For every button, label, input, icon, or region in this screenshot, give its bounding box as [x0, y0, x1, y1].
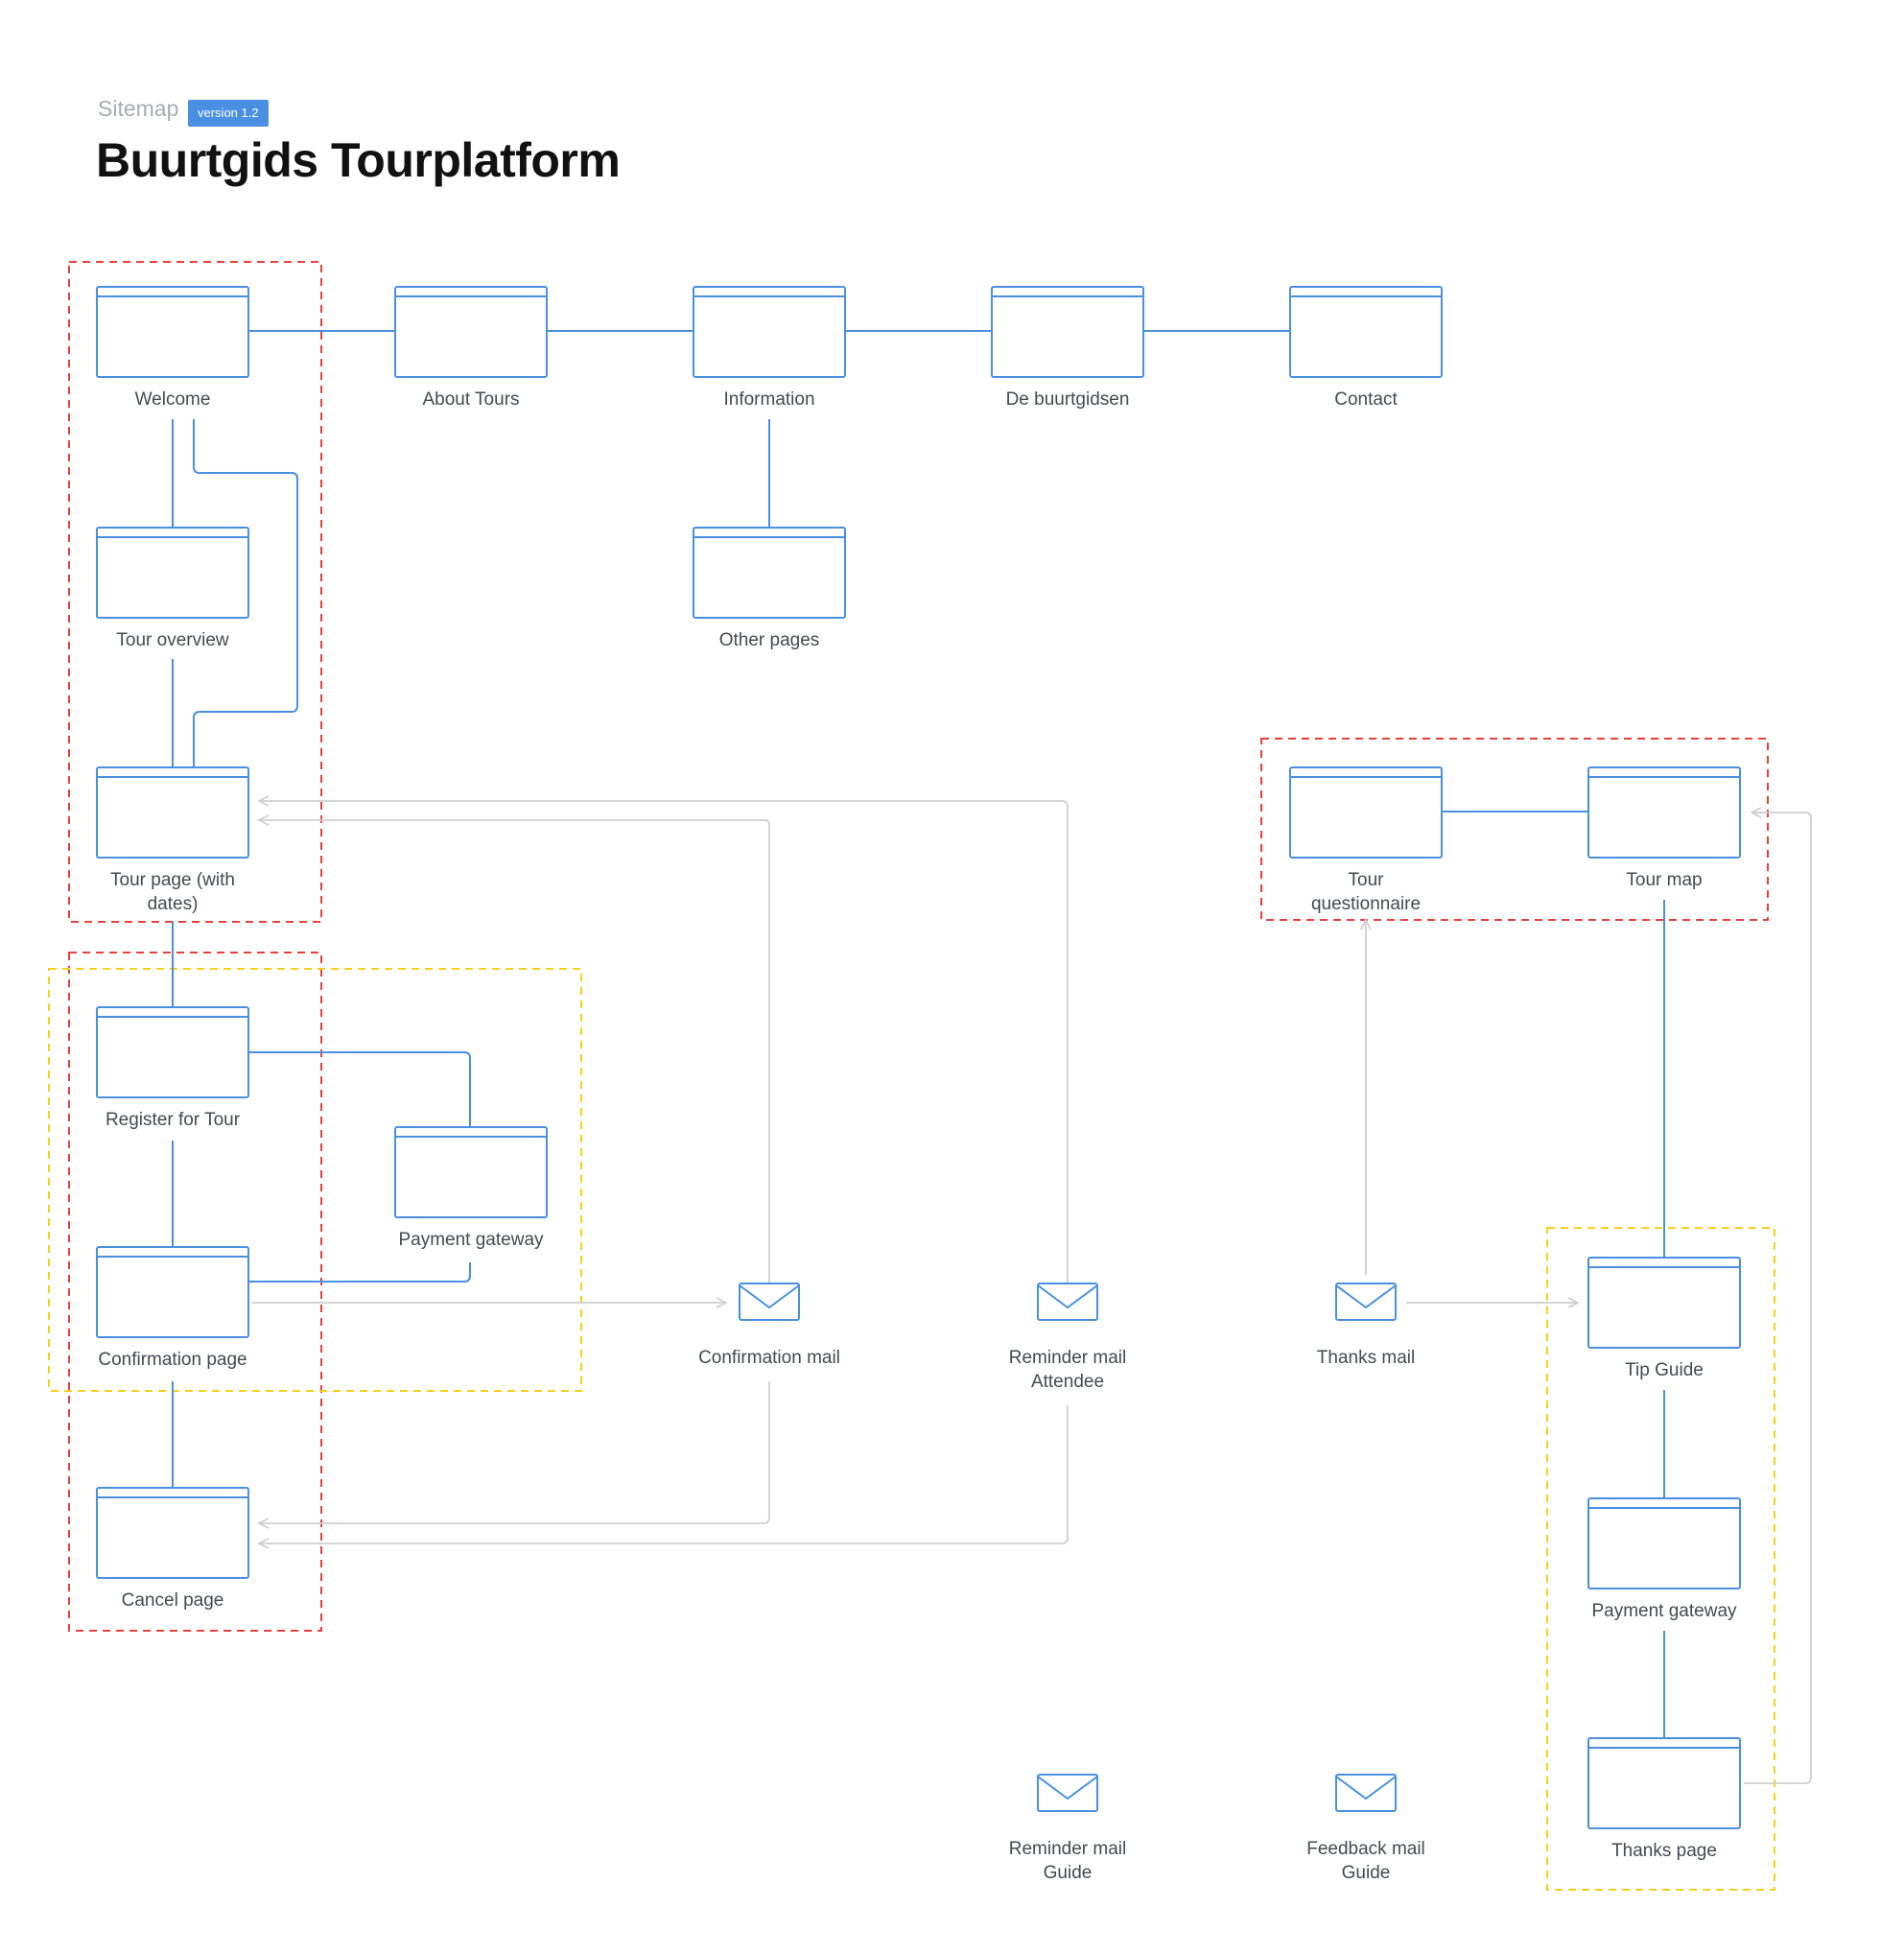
node-label: De buurtgidsen — [1006, 389, 1130, 410]
arrow-thanks-page-to-map — [1744, 812, 1812, 1784]
node-label: Cancel page — [122, 1590, 224, 1611]
mail-label: Feedback mail — [1306, 1839, 1425, 1859]
page-frame — [96, 286, 249, 378]
node-register-for-tour[interactable]: Register for Tour — [96, 1006, 249, 1130]
group-booking-flow — [68, 952, 322, 1632]
node-contact[interactable]: Contact — [1289, 286, 1443, 410]
node-label: Payment gateway — [1591, 1601, 1737, 1621]
page-frame — [693, 286, 846, 378]
node-tour-map[interactable]: Tour map — [1587, 766, 1741, 890]
page-title: Buurtgids Tourplatform — [96, 133, 621, 187]
page-frame — [693, 527, 846, 619]
node-label: Tour — [1349, 870, 1385, 890]
node-tour-questionnaire[interactable]: Tour questionnaire — [1289, 766, 1443, 914]
arrow-confirmation-mail-to-tourpage — [259, 820, 770, 1284]
page-frame — [96, 1487, 249, 1579]
group-tip-flow — [1546, 1227, 1775, 1891]
connectors — [172, 330, 1665, 1738]
mail-label: Guide — [1044, 1863, 1093, 1883]
mail-icon — [1335, 1283, 1397, 1321]
group-boxes — [48, 261, 1775, 1891]
node-payment-gateway-1[interactable]: Payment gateway — [394, 1126, 548, 1250]
mail-label: Confirmation mail — [698, 1348, 840, 1368]
group-landing-flow — [68, 261, 322, 923]
node-label: Welcome — [135, 389, 211, 410]
mail-icon — [1037, 1774, 1098, 1812]
page-nodes: Welcome About Tours Information De buurtgid… — [96, 286, 1741, 1861]
mail-label: Reminder mail — [1009, 1348, 1126, 1368]
mail-label: Guide — [1342, 1863, 1391, 1883]
node-label: dates) — [148, 894, 199, 914]
node-label: Contact — [1334, 389, 1398, 410]
node-confirmation-page[interactable]: Confirmation page — [96, 1246, 249, 1370]
node-about-tours[interactable]: About Tours — [394, 286, 548, 410]
node-information[interactable]: Information — [693, 286, 846, 410]
page-frame — [1587, 766, 1741, 859]
node-label: Tip Guide — [1625, 1360, 1704, 1380]
mail-icon — [1037, 1283, 1098, 1321]
page-frame — [991, 286, 1144, 378]
page-frame — [96, 766, 249, 859]
connector-welcome-to-tourpage — [193, 419, 298, 767]
page-frame — [1587, 1497, 1741, 1589]
connector-payment-to-confirmation — [248, 1262, 471, 1283]
node-label: Register for Tour — [106, 1110, 241, 1130]
node-label: Tour page (with — [110, 870, 235, 890]
node-other-pages[interactable]: Other pages — [693, 527, 846, 650]
node-label: Information — [723, 389, 814, 410]
sitemap-label: Sitemap — [98, 96, 179, 121]
node-label: Tour map — [1626, 870, 1702, 890]
node-tour-page[interactable]: Tour page (with dates) — [96, 766, 249, 914]
node-tour-overview[interactable]: Tour overview — [96, 527, 249, 650]
mail-confirmation-mail[interactable]: Confirmation mail — [698, 1283, 840, 1368]
node-label: Other pages — [719, 630, 820, 650]
page-frame — [1289, 286, 1443, 378]
arrow-reminder-attendee-to-cancel — [259, 1405, 1069, 1543]
mail-label: Thanks mail — [1317, 1348, 1415, 1368]
version-badge: version 1.2 — [188, 100, 269, 127]
node-welcome[interactable]: Welcome — [96, 286, 249, 410]
page-frame — [96, 1246, 249, 1338]
mail-icon — [739, 1283, 800, 1321]
node-label: Tour overview — [116, 630, 228, 650]
node-thanks-page[interactable]: Thanks page — [1587, 1737, 1741, 1861]
node-label: Confirmation page — [98, 1350, 247, 1370]
mail-label: Attendee — [1031, 1372, 1104, 1392]
group-tour-flow — [1260, 738, 1769, 921]
node-tip-guide[interactable]: Tip Guide — [1587, 1257, 1741, 1380]
mail-icon — [1335, 1774, 1397, 1812]
node-label: About Tours — [422, 389, 519, 410]
connector-register-to-payment — [248, 1051, 471, 1127]
node-label: Payment gateway — [398, 1230, 544, 1250]
node-label: Thanks page — [1611, 1841, 1717, 1861]
mail-thanks-mail[interactable]: Thanks mail — [1317, 1283, 1415, 1368]
group-payment-flow — [48, 968, 582, 1392]
arrow-confirmation-mail-to-cancel — [259, 1381, 770, 1523]
node-de-buurtgidsen[interactable]: De buurtgidsen — [991, 286, 1144, 410]
page-frame — [1587, 1257, 1741, 1349]
page-frame — [96, 1006, 249, 1098]
page-frame — [394, 286, 548, 378]
node-cancel-page[interactable]: Cancel page — [96, 1487, 249, 1611]
arrow-reminder-attendee-to-tourpage — [259, 801, 1069, 1284]
page-frame — [1289, 766, 1443, 859]
mail-arrows — [251, 801, 1812, 1784]
node-payment-gateway-2[interactable]: Payment gateway — [1587, 1497, 1741, 1621]
node-label: questionnaire — [1311, 894, 1421, 914]
page-frame — [394, 1126, 548, 1218]
mail-label: Reminder mail — [1009, 1839, 1126, 1859]
page-frame — [1587, 1737, 1741, 1829]
page-frame — [96, 527, 249, 619]
